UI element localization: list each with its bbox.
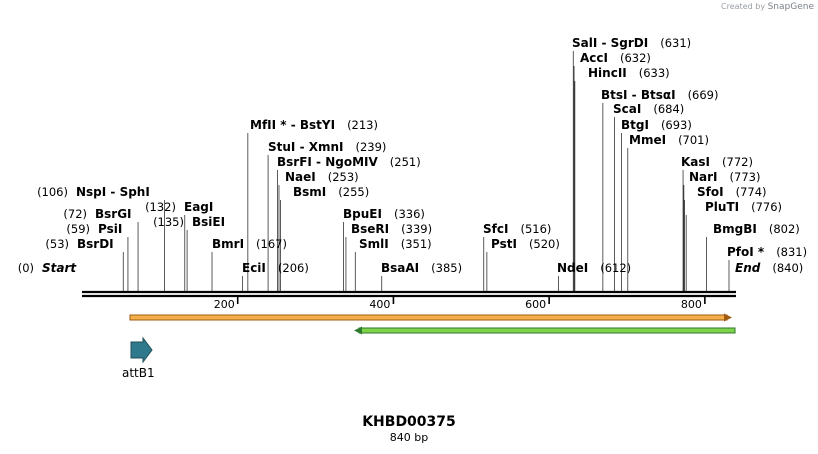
attb1-feature[interactable]	[130, 336, 153, 364]
ruler-label-200: 200	[214, 298, 235, 311]
site-name-stui-xmni[interactable]: StuI - XmnI	[268, 140, 344, 154]
site-pos-acci: (632)	[620, 51, 651, 65]
site-labels: Start (0) BsrDI (53) PsiI (59) BsrGI (72) NspI -…	[18, 36, 807, 275]
site-pos-bsaai: (385)	[431, 261, 462, 275]
site-name-pfoi[interactable]: PfoI *	[727, 245, 765, 259]
site-pos-naei: (253)	[328, 170, 359, 184]
ruler-label-400: 400	[369, 298, 390, 311]
site-pos-bsrfi-ngomiv: (251)	[390, 155, 421, 169]
site-pos-eagi: (132)	[145, 200, 176, 214]
site-pos-bmgbi: (802)	[769, 222, 800, 236]
site-name-bsiei[interactable]: BsiEI	[192, 215, 225, 229]
site-name-btsi-btsαi[interactable]: BtsI - BtsαI	[601, 88, 676, 102]
site-pos-mmei: (701)	[678, 133, 709, 147]
orf-forward-feature[interactable]	[129, 313, 732, 322]
site-pos-btsi-btsαi: (669)	[688, 88, 719, 102]
site-name-naei[interactable]: NaeI	[285, 170, 316, 184]
site-pos-mfii-bstyi: (213)	[347, 118, 378, 132]
site-name-mfii-bstyi[interactable]: MfII * - BstYI	[250, 118, 335, 132]
site-pos-bsrgi: (72)	[63, 207, 87, 221]
ruler: 200 400 600 800	[214, 296, 706, 311]
site-pos-scai: (684)	[653, 102, 684, 116]
site-name-eagi[interactable]: EagI	[184, 200, 213, 214]
site-name-nari[interactable]: NarI	[689, 170, 718, 184]
site-name-sfoi[interactable]: SfoI	[697, 185, 724, 199]
site-name-ndei[interactable]: NdeI	[557, 261, 588, 275]
ruler-label-600: 600	[525, 298, 546, 311]
orf-reverse-feature[interactable]	[354, 326, 736, 335]
site-pos-kasi: (772)	[722, 155, 753, 169]
site-pos-nari: (773)	[730, 170, 761, 184]
site-name-sfci[interactable]: SfcI	[483, 222, 508, 236]
site-pos-end: (840)	[772, 261, 803, 275]
site-name-bsmi[interactable]: BsmI	[293, 185, 326, 199]
site-name-acci[interactable]: AccI	[580, 51, 608, 65]
site-name-sali-sgrdi[interactable]: SalI - SgrDI	[572, 36, 648, 50]
site-name-bsrdi[interactable]: BsrDI	[77, 237, 114, 251]
site-name-start[interactable]: Start	[42, 261, 77, 275]
site-pos-bsrdi: (53)	[45, 237, 69, 251]
site-pos-bmri: (167)	[256, 237, 287, 251]
site-name-psti[interactable]: PstI	[491, 237, 517, 251]
site-name-smli[interactable]: SmlI	[359, 237, 389, 251]
site-pos-ecii: (206)	[278, 261, 309, 275]
site-pos-sfoi: (774)	[736, 185, 767, 199]
site-pos-bsmi: (255)	[338, 185, 369, 199]
site-pos-bsiei: (135)	[153, 215, 184, 229]
site-name-bsrfi-ngomiv[interactable]: BsrFI - NgoMIV	[277, 155, 378, 169]
site-name-btgi[interactable]: BtgI	[621, 118, 649, 132]
site-pos-bseri: (339)	[401, 222, 432, 236]
site-name-bmri[interactable]: BmrI	[212, 237, 244, 251]
site-pos-ndei: (612)	[600, 261, 631, 275]
site-pos-psii: (59)	[66, 222, 90, 236]
site-name-bsaai[interactable]: BsaAI	[381, 261, 419, 275]
snapgene-watermark: Created by SnapGene	[721, 2, 814, 12]
map-length: 840 bp	[389, 431, 429, 444]
site-name-hincii[interactable]: HincII	[588, 66, 627, 80]
site-pos-hincii: (633)	[639, 66, 670, 80]
watermark-prefix: Created by	[721, 2, 766, 11]
site-name-nspi-sphi[interactable]: NspI - SphI	[76, 185, 150, 199]
site-pos-pluti: (776)	[751, 200, 782, 214]
site-pos-psti: (520)	[529, 237, 560, 251]
site-name-bpuei[interactable]: BpuEI	[343, 207, 382, 221]
site-pos-bpuei: (336)	[394, 207, 425, 221]
watermark-brand: SnapGene	[767, 2, 814, 12]
site-name-pluti[interactable]: PluTI	[705, 200, 739, 214]
site-pos-smli: (351)	[401, 237, 432, 251]
attb1-label: attB1	[122, 366, 155, 380]
site-name-bsrgi[interactable]: BsrGI	[95, 207, 132, 221]
site-name-kasi[interactable]: KasI	[681, 155, 710, 169]
site-pos-sfci: (516)	[520, 222, 551, 236]
site-pos-sali-sgrdi: (631)	[660, 36, 691, 50]
ruler-label-800: 800	[681, 298, 702, 311]
site-pos-start: (0)	[18, 261, 34, 275]
map-title: KHBD00375	[362, 414, 456, 430]
site-name-bmgbi[interactable]: BmgBI	[713, 222, 757, 236]
site-name-mmei[interactable]: MmeI	[629, 133, 666, 147]
site-pos-btgi: (693)	[661, 118, 692, 132]
site-name-bseri[interactable]: BseRI	[351, 222, 389, 236]
site-name-ecii[interactable]: EciI	[242, 261, 266, 275]
site-name-end[interactable]: End	[735, 261, 761, 275]
site-pos-nspi-sphi: (106)	[37, 185, 68, 199]
site-pos-pfoi: (831)	[776, 245, 807, 259]
site-name-scai[interactable]: ScaI	[613, 102, 641, 116]
site-name-psii[interactable]: PsiI	[98, 222, 122, 236]
site-lines	[122, 51, 730, 291]
site-pos-stui-xmni: (239)	[356, 140, 387, 154]
